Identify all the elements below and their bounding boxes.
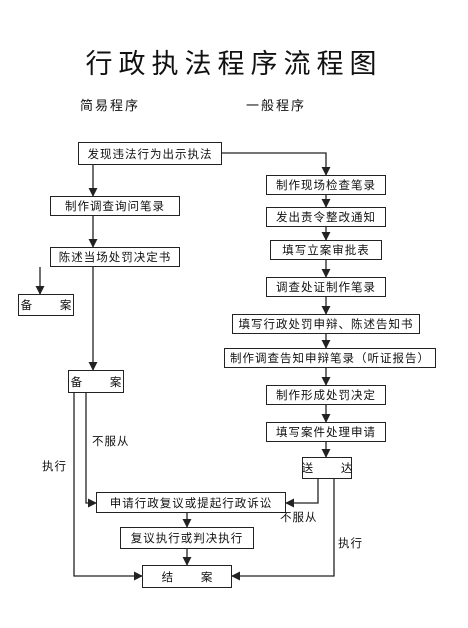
node-site-inspection-record: 制作现场检查笔录 [266, 175, 386, 195]
label-dissent-right: 不服从 [280, 510, 318, 524]
node-review-or-litigation: 申请行政复议或提起行政诉讼 [96, 492, 286, 513]
node-evidence-record: 调查处证制作笔录 [266, 277, 386, 297]
label-execute-left: 执行 [42, 459, 67, 473]
arrow-deliver-to-review [285, 479, 319, 508]
arrow-file-to-review [85, 393, 97, 508]
node-case-handling-request: 填写案件处理申请 [266, 422, 386, 442]
node-discover-violation: 发现违法行为出示执法 [78, 142, 222, 165]
node-review-execution: 复议执行或判决执行 [120, 527, 254, 549]
node-rectification-notice: 发出责令整改通知 [266, 207, 386, 227]
label-execute-right: 执行 [338, 536, 363, 550]
node-case-closed: 结 案 [142, 565, 232, 588]
node-deliver: 送 达 [302, 457, 352, 479]
node-on-site-decision: 陈述当场处罚决定书 [50, 247, 180, 267]
node-file-left: 备 案 [18, 294, 74, 316]
label-dissent-left: 不服从 [92, 434, 130, 448]
node-case-approval-form: 填写立案审批表 [270, 240, 382, 260]
node-hearing-record: 制作调查告知申辩笔录（听证报告） [224, 348, 436, 368]
node-inquiry-record: 制作调查询问笔录 [50, 196, 180, 216]
page-title: 行政执法程序流程图 [85, 49, 383, 80]
arrow-deliver-exec-to-close [231, 479, 335, 581]
header-general-procedure: 一般程序 [246, 99, 307, 114]
arrow-start-to-g1 [222, 152, 331, 176]
header-simple-procedure: 简易程序 [80, 99, 141, 114]
node-file: 备 案 [68, 370, 124, 393]
node-defense-notice: 填写行政处罚申辩、陈述告知书 [232, 314, 420, 334]
node-penalty-decision: 制作形成处罚决定 [266, 385, 386, 405]
arrow-file-exec-to-close [73, 393, 143, 581]
